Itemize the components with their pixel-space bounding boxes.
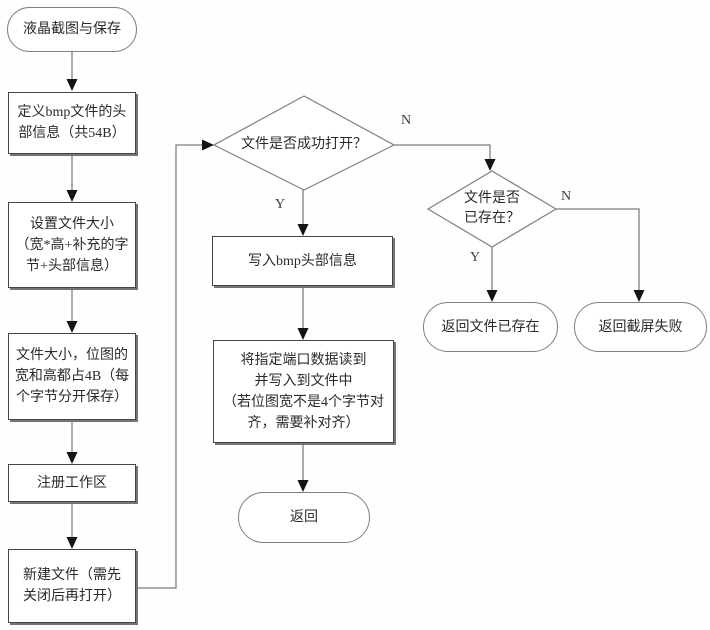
arrowhead-exists-yes (486, 290, 498, 302)
terminator-start: 液晶截图与保存 (7, 7, 137, 52)
process-define-bmp-header: 定义bmp文件的头 部信息（共54B） (8, 92, 136, 154)
arrowhead-register-to-newfile (66, 537, 78, 549)
arrowhead-setsize-to-filesize (66, 321, 78, 333)
arrowhead-exists-no (633, 290, 645, 302)
terminator-start-label: 液晶截图与保存 (23, 22, 121, 37)
process-register-workspace-label: 注册工作区 (37, 475, 107, 491)
terminator-return-file-exists: 返回文件已存在 (423, 302, 558, 352)
process-new-file: 新建文件（需先 关闭后再打开） (8, 549, 136, 623)
process-define-bmp-header-label: 定义bmp文件的头 部信息（共54B） (17, 105, 127, 141)
terminator-return-capture-failed: 返回截屏失败 (574, 302, 707, 352)
process-set-file-size-label: 设置文件大小 （宽*高+补充的字 节+头部信息） (15, 216, 129, 274)
edge-label-exists-yes: Y (469, 250, 481, 265)
edge-label-exists-no: N (560, 189, 572, 204)
arrowhead-newfile-to-decision-open (202, 139, 214, 151)
edge-label-open-no: N (400, 113, 412, 128)
process-write-bmp-header: 写入bmp头部信息 (212, 236, 393, 286)
edge-exists-no (556, 208, 640, 290)
process-register-workspace: 注册工作区 (8, 464, 136, 502)
arrowhead-filesize-to-register (66, 452, 78, 464)
edge-open-no (394, 144, 491, 159)
arrowhead-open-no (484, 159, 496, 171)
decision-exists-label: 文件是否 已存在？ (442, 189, 542, 229)
terminator-return-label: 返回 (290, 510, 318, 525)
process-write-port-data-label: 将指定端口数据读到 并写入到文件中 （若位图宽不是4个字节对 齐，需要补对齐） (223, 352, 384, 431)
arrowhead-open-yes (297, 224, 309, 236)
arrowhead-writeheader-to-writedata (297, 328, 309, 340)
terminator-return: 返回 (238, 492, 370, 543)
process-write-port-data: 将指定端口数据读到 并写入到文件中 （若位图宽不是4个字节对 齐，需要补对齐） (213, 340, 394, 443)
terminator-return-file-exists-label: 返回文件已存在 (441, 319, 540, 335)
decision-exists-label-text: 文件是否 已存在？ (464, 191, 520, 226)
process-new-file-label: 新建文件（需先 关闭后再打开） (23, 568, 121, 604)
process-set-file-size: 设置文件大小 （宽*高+补充的字 节+头部信息） (8, 202, 136, 288)
edge-newfile-to-decision-open (136, 144, 202, 589)
terminator-return-capture-failed-label: 返回截屏失败 (598, 319, 683, 335)
decision-open-label: 文件是否成功打开？ (241, 137, 367, 152)
edge-label-open-yes: Y (274, 197, 286, 212)
arrowhead-define-to-setsize (66, 190, 78, 202)
process-write-bmp-header-label: 写入bmp头部信息 (248, 253, 357, 269)
arrowhead-start-to-define (66, 79, 78, 91)
process-file-size-bytes: 文件大小，位图的 宽和高都占4B（每 个字节分开保存） (8, 333, 136, 420)
decision-open-shape (212, 95, 396, 191)
arrowhead-writedata-to-return (297, 480, 309, 492)
process-file-size-bytes-label: 文件大小，位图的 宽和高都占4B（每 个字节分开保存） (14, 348, 130, 405)
